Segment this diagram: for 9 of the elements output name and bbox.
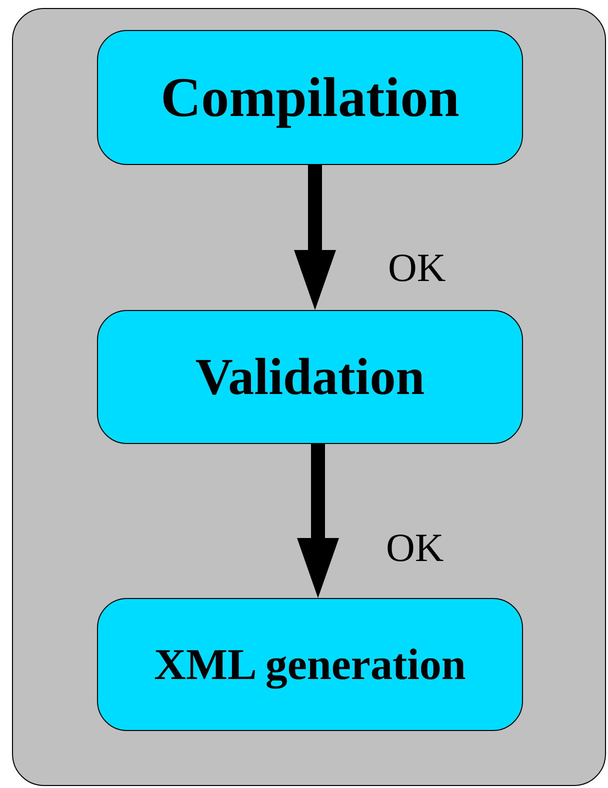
container-panel bbox=[12, 8, 606, 786]
process-label: Validation bbox=[195, 348, 425, 406]
arrow bbox=[294, 165, 336, 310]
process-box bbox=[97, 310, 523, 444]
process-box bbox=[97, 598, 523, 731]
process-label: Compilation bbox=[160, 66, 460, 130]
process-label: XML generation bbox=[154, 639, 466, 690]
arrow bbox=[297, 444, 339, 598]
process-box bbox=[97, 30, 523, 165]
